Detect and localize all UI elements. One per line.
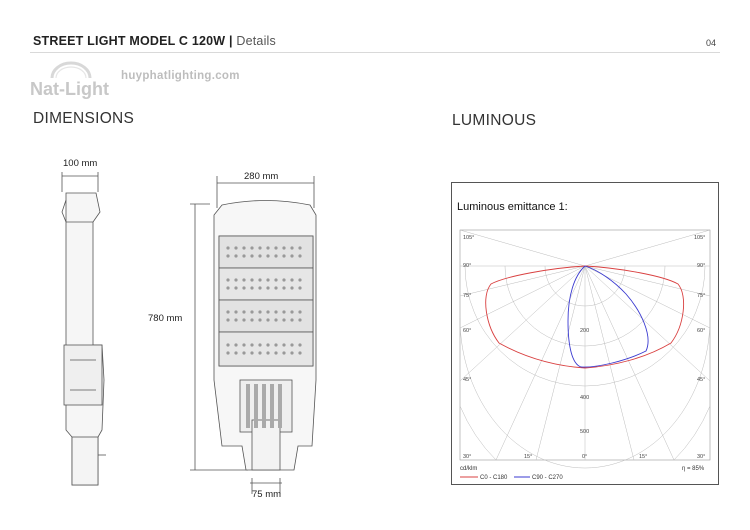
logo-graphic: Nat-Light [30,61,109,99]
radial-label-500: 500 [580,429,589,435]
website-url: huyphatlighting.com [121,70,240,82]
height-label: 780 mm [148,313,182,324]
document-title: STREET LIGHT MODEL C 120W | Details [33,34,276,48]
angle-label-right-45: 45° [697,377,705,383]
brand-logo: Nat-Light [28,56,128,104]
angle-label-left-30: 30° [463,454,471,460]
luminous-heading: LUMINOUS [452,112,537,129]
polar-grid [459,229,711,469]
c90-c270-curve [567,265,649,368]
radial-label-200: 200 [580,328,589,334]
legend-label-c0: C0 - C180 [480,475,508,481]
angle-label-left-45: 45° [463,377,471,383]
bottom-label-left-15: 15° [524,454,532,460]
angle-label-left-75: 75° [463,293,471,299]
page-number: 04 [706,38,717,48]
dimensions-heading: DIMENSIONS [33,110,135,127]
model-title: STREET LIGHT MODEL C 120W | [33,34,233,48]
angle-label-right-60: 60° [697,328,705,334]
angle-label-right-105: 105° [694,235,705,241]
luminous-chart-frame [451,182,719,485]
details-label: Details [236,34,276,48]
angle-label-right-75: 75° [697,293,705,299]
angle-label-right-90: 90° [697,263,705,269]
polar-diagram: 105° 90° 75° 60° 45° 30° 105° 90° 75° 60… [459,229,711,481]
header-divider [30,52,720,53]
efficiency-label: η = 85% [682,466,705,472]
led-module-grid [226,246,302,355]
legend-label-c90: C90 - C270 [532,475,563,481]
bottom-label-0: 0° [582,454,587,460]
pole-width-label: 75 mm [252,489,281,500]
c0-c180-curve [485,265,684,369]
front-width-label: 280 mm [244,171,278,182]
radial-label-400: 400 [580,395,589,401]
bottom-label-right-15: 15° [639,454,647,460]
unit-label: cd/klm [460,466,477,472]
angle-label-left-60: 60° [463,328,471,334]
logo-wordmark: Nat-Light [30,79,109,99]
angle-label-left-105: 105° [463,235,474,241]
angle-label-left-90: 90° [463,263,471,269]
luminous-chart-title: Luminous emittance 1: [457,201,568,213]
side-width-label: 100 mm [63,158,97,169]
angle-label-right-30: 30° [697,454,705,460]
